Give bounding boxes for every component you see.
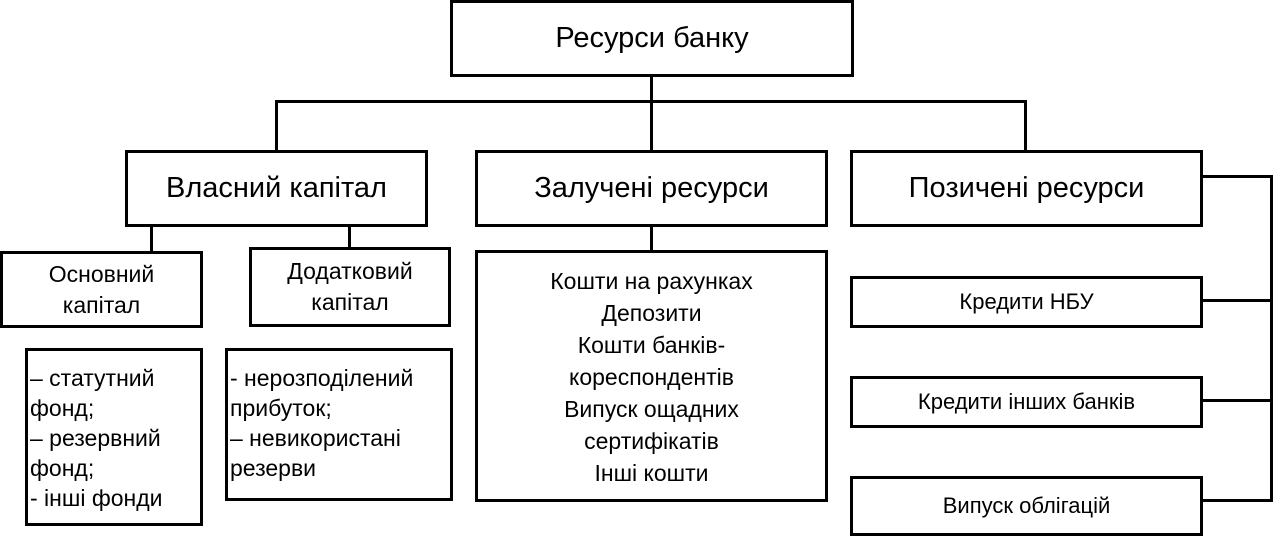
connector-to-credits-banks — [1200, 399, 1273, 402]
bond-issue-label: Випуск облігацій — [942, 493, 1111, 518]
node-borrowed-resources: Позичені ресурси — [850, 150, 1203, 227]
list-item: Інші кошти — [594, 460, 709, 486]
credits-nbu-label: Кредити НБУ — [959, 289, 1094, 314]
list-item: – невикористані — [230, 425, 401, 451]
additional-capital-label: Додатковий капітал — [287, 258, 413, 315]
connector-own-to-main — [150, 225, 153, 254]
attracted-resources-items: Кошти на рахунках Депозити Кошти банків-… — [475, 250, 828, 502]
own-capital-label: Власний капітал — [166, 172, 387, 204]
list-item: фонд; — [30, 455, 95, 481]
attracted-label: Залучені ресурси — [534, 172, 769, 204]
connector-to-own-capital — [275, 100, 278, 153]
connector-borrowed-spine — [1270, 175, 1273, 502]
connector-to-bonds — [1200, 499, 1273, 502]
list-item: Кошти банків- — [577, 332, 726, 358]
additional-capital-items: - нерозподілений прибуток; – невикориста… — [225, 348, 453, 501]
list-item: Випуск ощадних — [564, 396, 739, 422]
root-node-bank-resources: Ресурси банку — [450, 0, 854, 77]
list-item: – резервний — [30, 425, 161, 451]
list-item: прибуток; — [230, 395, 332, 421]
list-item: – статутний — [30, 365, 155, 391]
list-item: - інші фонди — [30, 485, 163, 511]
list-item: - нерозподілений — [230, 365, 414, 391]
list-item: фонд; — [30, 395, 95, 421]
connector-root-down — [650, 75, 653, 103]
list-item: кореспондентів — [569, 364, 734, 390]
node-credits-other-banks: Кредити інших банків — [850, 376, 1203, 428]
connector-to-credits-nbu — [1200, 299, 1273, 302]
connector-borrowed-right — [1200, 175, 1273, 178]
node-attracted-resources: Залучені ресурси — [475, 150, 828, 227]
main-capital-label: Основний капітал — [48, 260, 155, 318]
node-additional-capital: Додатковий капітал — [249, 247, 451, 327]
node-main-capital: Основний капітал — [0, 251, 203, 328]
list-item: сертифікатів — [584, 428, 719, 454]
list-item: Депозити — [601, 300, 702, 326]
node-credits-nbu: Кредити НБУ — [850, 276, 1203, 328]
connector-attracted-to-list — [650, 225, 653, 252]
main-capital-items: – статутний фонд; – резервний фонд; - ін… — [25, 348, 203, 526]
root-label: Ресурси банку — [555, 22, 749, 54]
node-own-capital: Власний капітал — [125, 150, 428, 227]
connector-own-to-additional — [348, 225, 351, 249]
list-item: резерви — [230, 455, 317, 481]
borrowed-label: Позичені ресурси — [908, 172, 1145, 204]
list-item: Кошти на рахунках — [550, 268, 753, 294]
connector-to-attracted — [650, 100, 653, 153]
node-bond-issue: Випуск облігацій — [850, 476, 1203, 536]
connector-to-borrowed — [1024, 100, 1027, 153]
credits-other-banks-label: Кредити інших банків — [917, 389, 1136, 414]
